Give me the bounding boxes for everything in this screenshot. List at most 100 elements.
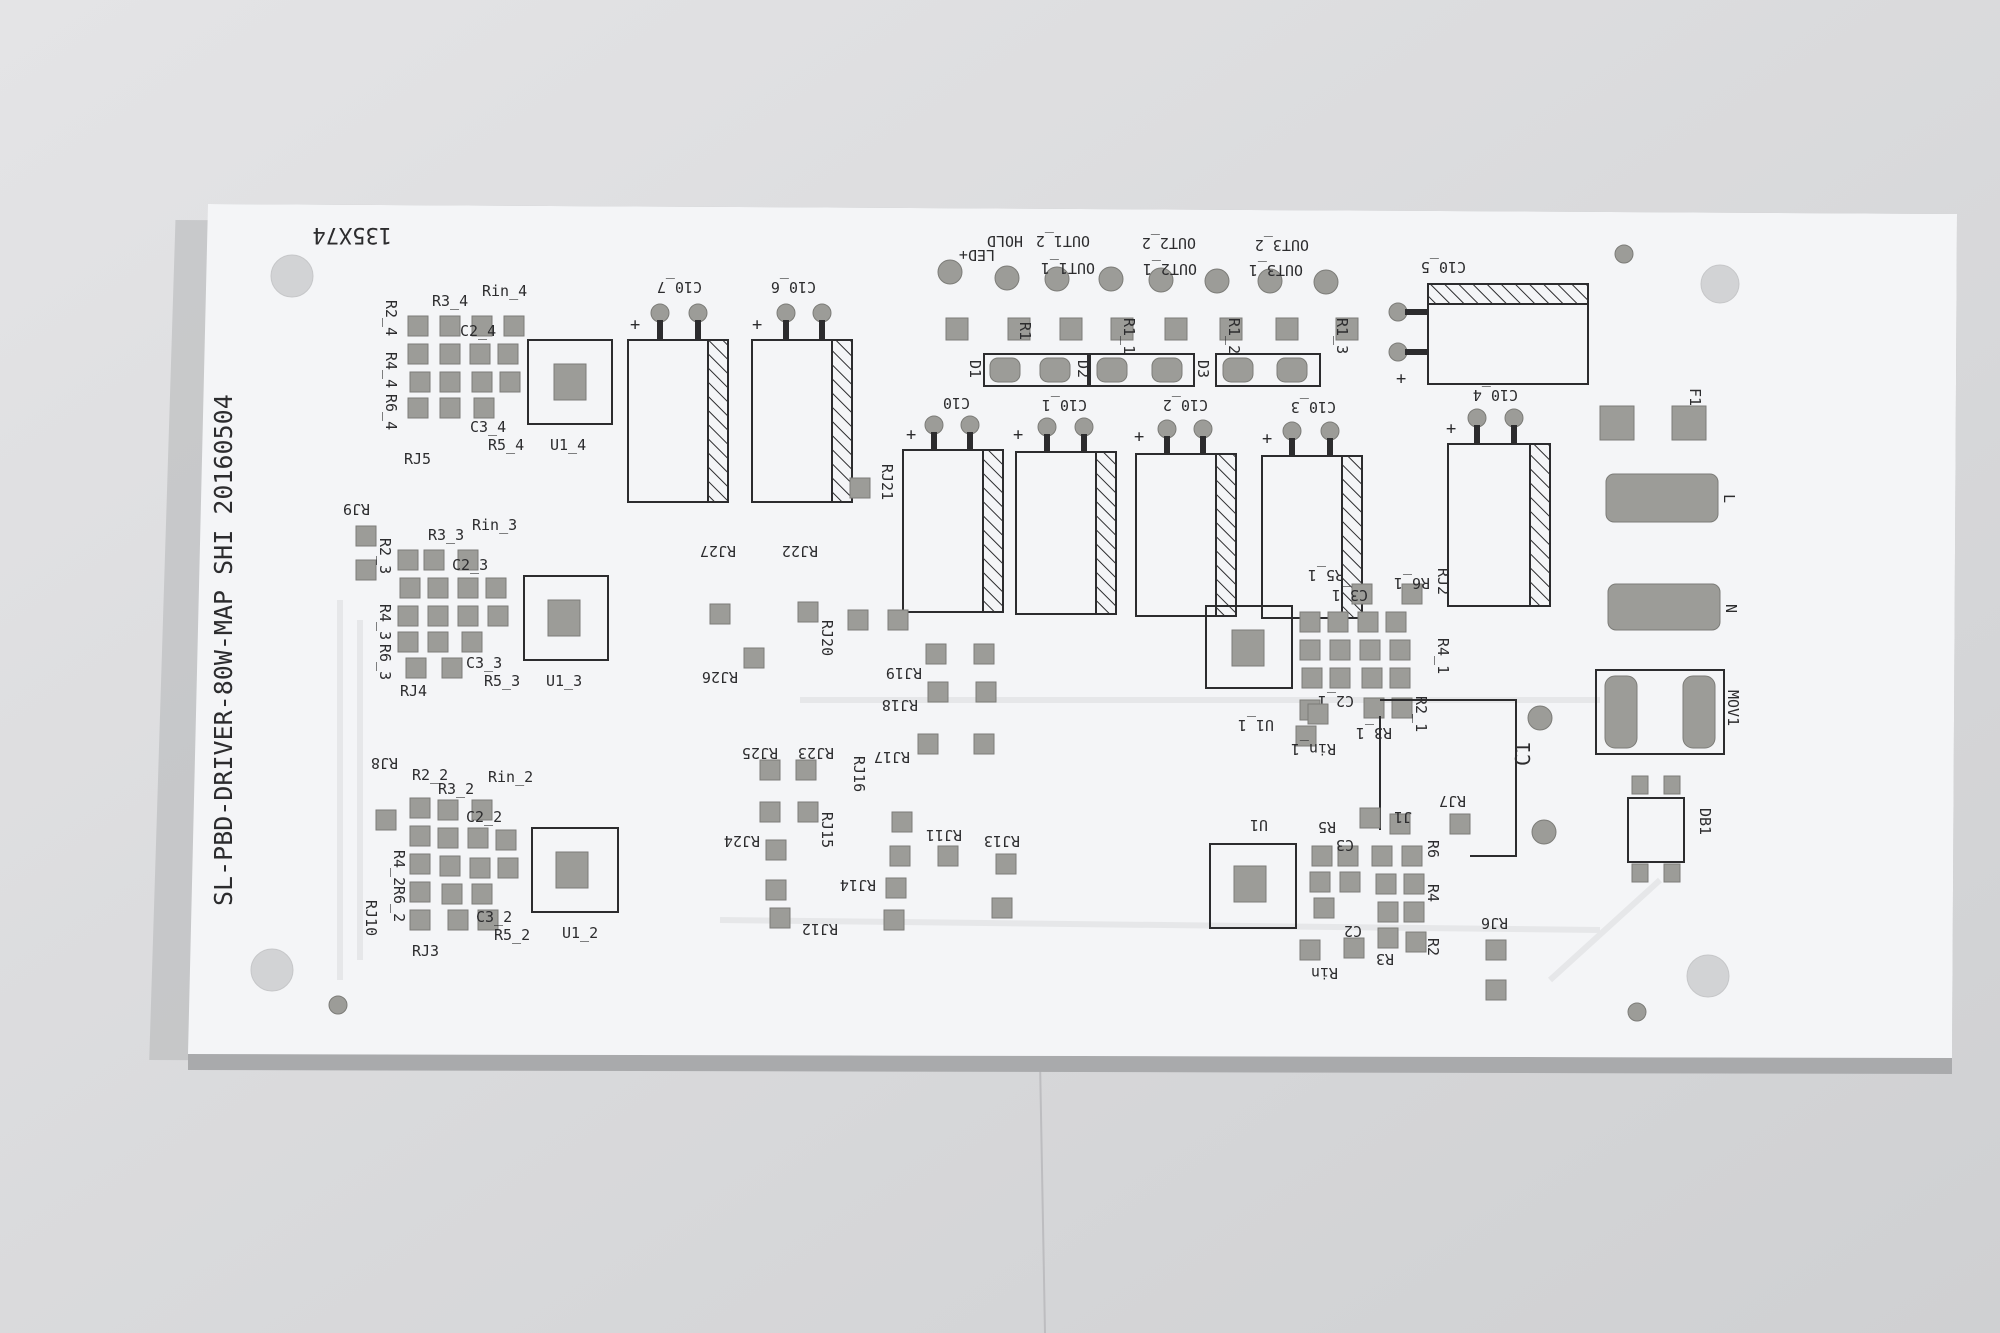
label-c2-2: C2_2	[466, 808, 502, 826]
label-out1-2: OUT1_2	[1036, 232, 1090, 250]
diode-d1	[983, 353, 1089, 387]
label-c2-3: C2_3	[452, 556, 488, 574]
label-rj4: RJ4	[400, 682, 427, 700]
fiducial	[1627, 1002, 1647, 1022]
label-out3-2: OUT3_2	[1255, 236, 1309, 254]
fiducial	[328, 995, 348, 1015]
driver-block-u1-2	[375, 797, 619, 931]
label-r4-1: R4_1	[1434, 638, 1452, 674]
terminal-l	[1605, 473, 1719, 523]
label-rj26: RJ26	[702, 668, 738, 686]
plus-mark: +	[1262, 429, 1272, 449]
label-rj2: RJ2	[1434, 568, 1452, 595]
label-c3-3: C3_3	[466, 654, 502, 672]
capacitor-c10-5	[1388, 283, 1589, 385]
label-c10-2: C10_2	[1163, 396, 1208, 414]
label-r2-1: R2_1	[1412, 696, 1430, 732]
driver-block-u1	[1209, 813, 1507, 1001]
plus-mark: +	[752, 315, 762, 335]
label-r5-3: R5_3	[484, 672, 520, 690]
label-rj19: RJ19	[886, 664, 922, 682]
label-rj10: RJ10	[362, 900, 380, 936]
label-c3-2: C3_2	[476, 908, 512, 926]
label-r6-3: R6_3	[376, 644, 394, 680]
label-r1: R1	[1016, 322, 1034, 340]
mounting-hole-bottom-right	[1686, 954, 1730, 998]
capacitor-c10-1	[1015, 417, 1117, 615]
label-r2-4: R2_4	[382, 300, 400, 336]
capacitor-c10-6	[751, 303, 853, 503]
label-rj12: RJ12	[802, 920, 838, 938]
label-rj6: RJ6	[1481, 914, 1508, 932]
label-d3: D3	[1194, 360, 1212, 378]
label-rin-1: Rin_1	[1291, 740, 1336, 758]
label-r4-4: R4_4	[382, 352, 400, 388]
label-r3: R3	[1376, 950, 1394, 968]
label-r3-2: R3_2	[438, 780, 474, 798]
label-u1-1: U1_1	[1238, 716, 1274, 734]
fiducial	[1614, 244, 1634, 264]
label-r5-2: R5_2	[494, 926, 530, 944]
label-rj16: RJ16	[850, 756, 868, 792]
label-led-plus: LED+	[959, 246, 995, 264]
label-rin-4: Rin_4	[482, 282, 527, 300]
label-r2-2: R2_2	[412, 766, 448, 784]
label-r2-3: R2_3	[376, 538, 394, 574]
label-r1-3: R1_3	[1333, 318, 1351, 354]
label-u1-2: U1_2	[562, 924, 598, 942]
label-r3-1: R3_1	[1356, 724, 1392, 742]
diode-d2	[1089, 353, 1195, 387]
label-c2-4: C2_4	[460, 322, 496, 340]
label-n: N	[1722, 604, 1740, 613]
label-mov1: MOV1	[1724, 690, 1742, 726]
label-r6-2: R6_2	[390, 886, 408, 922]
label-hold: HOLD	[987, 232, 1023, 250]
plus-mark: +	[906, 425, 916, 445]
label-rj8: RJ8	[371, 754, 398, 772]
label-c10-4: C10_4	[1473, 386, 1518, 404]
label-rj13: RJ13	[984, 832, 1020, 850]
label-r4-2: R4_2	[390, 850, 408, 886]
plus-mark: +	[1134, 427, 1144, 447]
label-r1-1: R1_1	[1120, 318, 1138, 354]
mounting-hole-top-right	[1700, 264, 1740, 304]
label-r3-3: R3_3	[428, 526, 464, 544]
label-rj25: RJ25	[742, 744, 778, 762]
label-r5: R5	[1318, 818, 1336, 836]
label-r3-4: R3_4	[432, 292, 468, 310]
label-r5-4: R5_4	[488, 436, 524, 454]
label-rj17: RJ17	[874, 748, 910, 766]
label-r6: R6	[1424, 840, 1442, 858]
label-d2: D2	[1074, 360, 1092, 378]
label-out2-1: OUT2_1	[1143, 260, 1197, 278]
label-rj23: RJ23	[798, 744, 834, 762]
label-r1-2: R1_2	[1225, 318, 1243, 354]
label-rj27: RJ27	[700, 542, 736, 560]
label-out2-2: OUT2_2	[1142, 234, 1196, 252]
plus-mark: +	[1013, 425, 1023, 445]
label-r6-4: R6_4	[382, 394, 400, 430]
capacitor-c10-7	[627, 303, 729, 503]
output-terminals	[937, 259, 1339, 295]
plus-mark: +	[1446, 419, 1456, 439]
label-r6-1: R6_1	[1394, 574, 1430, 592]
misc-pads	[1307, 703, 1381, 829]
label-u1-4: U1_4	[550, 436, 586, 454]
label-rj14: RJ14	[840, 876, 876, 894]
label-rin-3: Rin_3	[472, 516, 517, 534]
label-rj1: J1	[1394, 808, 1412, 826]
varistor-mov1	[1595, 669, 1725, 755]
label-rj7: RJ7	[1439, 792, 1466, 810]
jumper-pads-middle	[709, 477, 1017, 931]
capacitor-c10	[902, 415, 1004, 613]
label-rin-2: Rin_2	[488, 768, 533, 786]
label-rj24: RJ24	[724, 832, 760, 850]
label-f1: F1	[1686, 388, 1704, 406]
label-rj5: RJ5	[404, 450, 431, 468]
resistor-row-r1	[945, 317, 1359, 341]
mounting-hole-top-left	[270, 254, 314, 298]
masked-traces	[337, 600, 1663, 983]
label-c10-1: C10_1	[1042, 396, 1087, 414]
label-c10-3: C10_3	[1291, 398, 1336, 416]
